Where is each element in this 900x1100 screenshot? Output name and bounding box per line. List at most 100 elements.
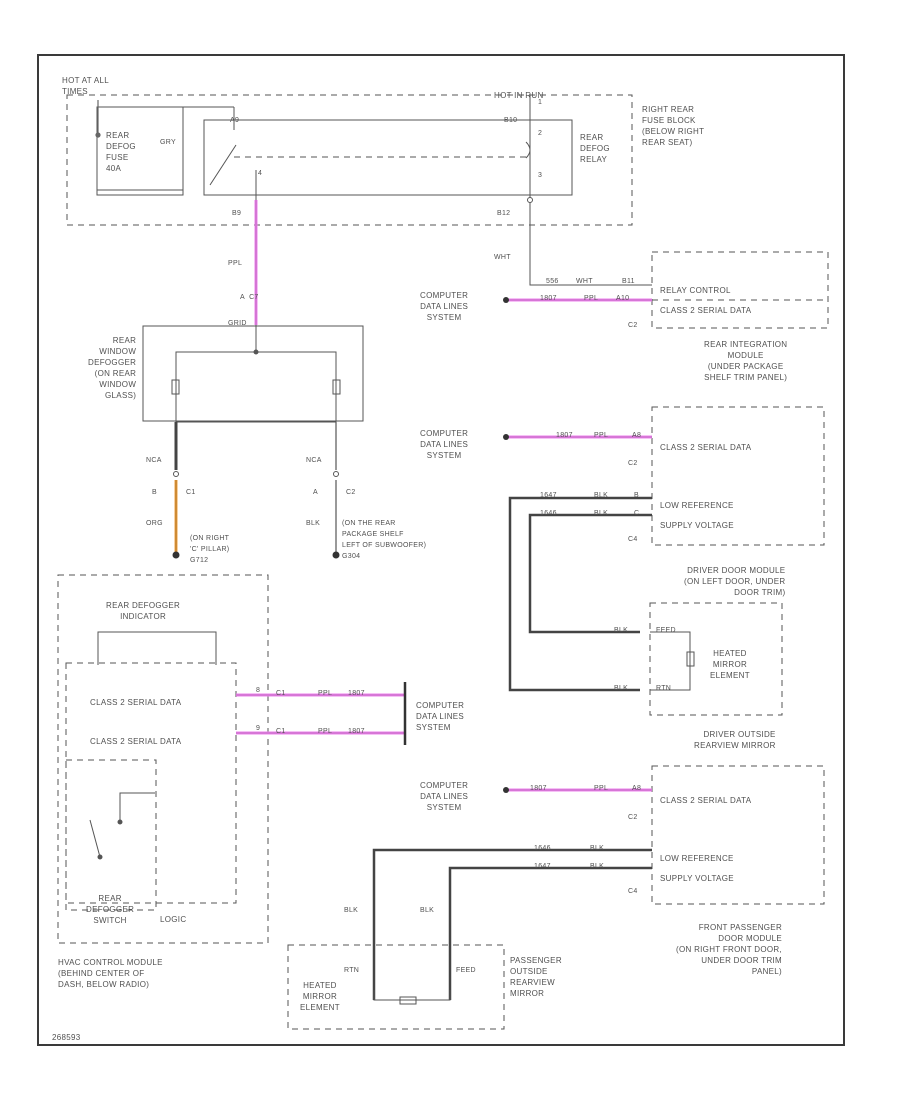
ddm-name: DRIVER DOOR MODULE (ON LEFT DOOR, UNDER … xyxy=(684,566,786,597)
ground-g304-label: (ON THE REAR PACKAGE SHELF LEFT OF SUBWO… xyxy=(342,520,427,560)
relay-pin-a: A9 xyxy=(230,117,240,124)
ground-g712-label: (ON RIGHT 'C' PILLAR) G712 xyxy=(190,535,230,564)
ddm-mirror-wires xyxy=(508,496,652,692)
left-ground-pin: B xyxy=(152,489,157,496)
hvac-serial-1: CLASS 2 SERIAL DATA xyxy=(90,698,182,707)
ddm-low-ref: LOW REFERENCE xyxy=(660,501,734,510)
hvac-indicator-label: REAR DEFOGGER INDICATOR xyxy=(106,601,181,621)
passenger-mirror xyxy=(287,944,505,1030)
hvac-logic-label: LOGIC xyxy=(160,915,187,924)
diagram-code: 268593 xyxy=(52,1033,81,1042)
ddm-conn-c2: C2 xyxy=(628,460,638,467)
relay-pin-d: B12 xyxy=(497,210,511,217)
rear-window-name: REAR WINDOW DEFOGGER (ON REAR WINDOW GLA… xyxy=(88,336,137,400)
pdm-name: FRONT PASSENGER DOOR MODULE (ON RIGHT FR… xyxy=(676,923,783,976)
ddm-pin-a8: A8 xyxy=(632,432,642,439)
hvac-conn-2: C1 xyxy=(276,728,286,735)
fuse-relay-wire-color: GRY xyxy=(160,139,176,146)
rim-wire-num-2: 1807 xyxy=(540,295,557,302)
driver-door-module xyxy=(651,406,825,546)
hvac-switch-label: REAR DEFOGGER SWITCH xyxy=(86,894,135,925)
fuse-block-name: RIGHT REAR FUSE BLOCK (BELOW RIGHT REAR … xyxy=(642,105,705,147)
pdm-supply: SUPPLY VOLTAGE xyxy=(660,874,734,883)
hvac-conn-1: C1 xyxy=(276,690,286,697)
dmirror-wire-2: BLK xyxy=(614,685,629,692)
computer-bus-label-3: COMPUTER DATA LINES SYSTEM xyxy=(416,701,465,732)
defogger-ground-wires xyxy=(172,422,340,559)
relay-terminal-1: 1 xyxy=(538,99,543,106)
pdm-conn-c4: C4 xyxy=(628,888,638,895)
pdm-blk-wire-2: BLK xyxy=(590,863,605,870)
ddm-pin-c: C xyxy=(634,510,640,517)
dmirror-name: DRIVER OUTSIDE REARVIEW MIRROR xyxy=(694,730,776,750)
hvac-serial-2: CLASS 2 SERIAL DATA xyxy=(90,737,182,746)
hvac-wire-num-2: 1807 xyxy=(348,728,365,735)
rear-integration-module xyxy=(529,240,829,329)
right-ground-wire-color: BLK xyxy=(306,520,321,527)
left-ground-wire-top: NCA xyxy=(146,457,162,464)
ddm-wire-num-a: 1647 xyxy=(540,492,557,499)
rim-wire-num: 556 xyxy=(546,278,559,285)
grid-label: GRID xyxy=(228,320,247,327)
driver-mirror xyxy=(649,602,783,716)
pdm-pin-a8: A8 xyxy=(632,785,642,792)
pmirror-wire-2: BLK xyxy=(420,907,435,914)
pmirror-rtn-pin: RTN xyxy=(344,967,360,974)
feed-connector: A C7 xyxy=(240,294,259,301)
hvac-wire-ppl-2: PPL xyxy=(318,728,333,735)
rim-wht-wire: WHT xyxy=(494,254,511,261)
dmirror-element: HEATED MIRROR ELEMENT xyxy=(710,649,750,680)
ddm-data-node xyxy=(503,434,509,440)
hot-at-all-times-label: HOT AT ALL TIMES xyxy=(62,76,110,96)
right-ground-pin: A xyxy=(313,489,318,496)
pmirror-wire-1: BLK xyxy=(344,907,359,914)
rear-defog-relay-label: REAR DEFOG RELAY xyxy=(580,133,610,164)
hvac-wire-num-1: 1807 xyxy=(348,690,365,697)
hvac-wire-ppl-1: PPL xyxy=(318,690,333,697)
ddm-blk-wire-2: BLK xyxy=(594,510,609,517)
computer-bus-label-2: COMPUTER DATA LINES SYSTEM xyxy=(420,429,469,460)
ddm-blk-wire: BLK xyxy=(594,492,609,499)
rim-pin-a10: A10 xyxy=(616,295,630,302)
rim-name: REAR INTEGRATION MODULE (UNDER PACKAGE S… xyxy=(704,340,788,382)
pdm-ppl-wire: PPL xyxy=(594,785,609,792)
pdm-wire-num: 1807 xyxy=(530,785,547,792)
pmirror-element: HEATED MIRROR ELEMENT xyxy=(300,981,340,1012)
rim-pin-b11: B11 xyxy=(622,278,635,285)
right-ground-conn: C2 xyxy=(346,489,356,496)
rear-window-defogger xyxy=(142,325,364,423)
relay-terminal-4: 4 xyxy=(258,170,263,177)
rim-conn: C2 xyxy=(628,322,638,329)
feed-wire-color: PPL xyxy=(228,260,243,267)
ddm-conn-c4: C4 xyxy=(628,536,638,543)
dmirror-feed-pin: FEED xyxy=(656,627,676,634)
relay-pin-b: B10 xyxy=(504,117,518,124)
computer-bus-label-1: COMPUTER DATA LINES SYSTEM xyxy=(420,291,469,322)
pmirror-feed-pin: FEED xyxy=(456,967,476,974)
relay-pin-c: B9 xyxy=(232,210,242,217)
pdm-wire-num-b: 1647 xyxy=(534,863,551,870)
ddm-wire-num-b: 1646 xyxy=(540,510,557,517)
pdm-serial-data: CLASS 2 SERIAL DATA xyxy=(660,796,752,805)
relay-terminal-3: 3 xyxy=(538,172,543,179)
ddm-wire-num: 1807 xyxy=(556,432,573,439)
passenger-door-module xyxy=(651,765,825,905)
hvac-data-wires xyxy=(236,682,407,745)
ddm-supply: SUPPLY VOLTAGE xyxy=(660,521,734,530)
pdm-wire-num-a: 1646 xyxy=(534,845,551,852)
fuse-relay-wire xyxy=(95,100,101,138)
pdm-low-ref: LOW REFERENCE xyxy=(660,854,734,863)
pdm-conn-c2: C2 xyxy=(628,814,638,821)
dmirror-wire-1: BLK xyxy=(614,627,629,634)
rear-defog-fuse-label: REAR DEFOG FUSE 40A xyxy=(106,131,136,173)
diagram-frame xyxy=(37,54,845,1046)
fuse-block xyxy=(66,94,633,240)
right-ground-wire-top: NCA xyxy=(306,457,322,464)
rim-ppl-wire: PPL xyxy=(584,295,599,302)
pmirror-name: PASSENGER OUTSIDE REARVIEW MIRROR xyxy=(510,956,562,998)
left-ground-wire-color: ORG xyxy=(146,520,163,527)
ddm-serial-data: CLASS 2 SERIAL DATA xyxy=(660,443,752,452)
pdm-blk-wire: BLK xyxy=(590,845,605,852)
rim-wht-wire-2: WHT xyxy=(576,278,593,285)
